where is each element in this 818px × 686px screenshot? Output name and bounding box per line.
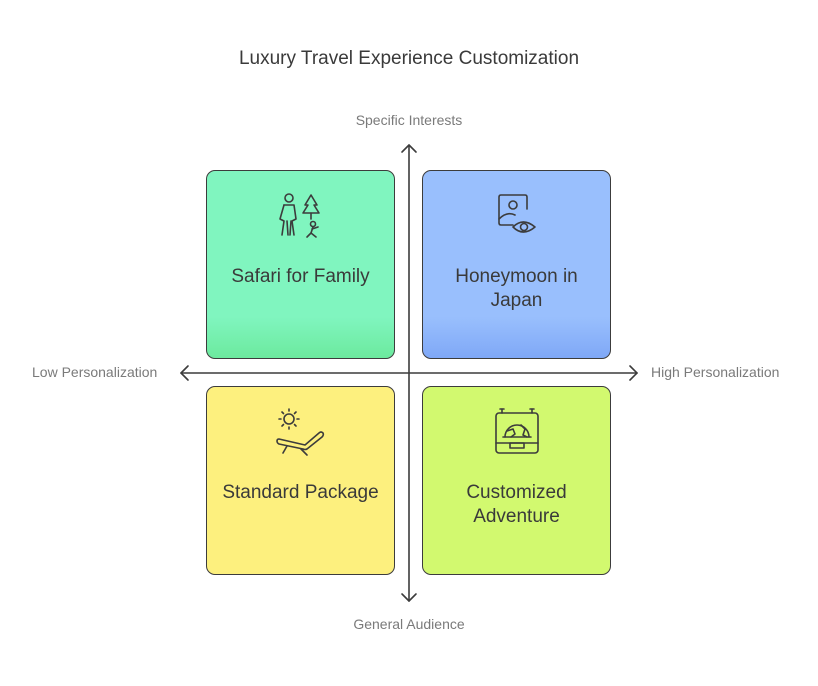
axis-label-right: High Personalization [651, 364, 780, 380]
arrow-left-icon [180, 365, 189, 381]
sun-lounger-icon [207, 407, 394, 459]
quadrant-label: Standard Package [222, 482, 379, 503]
diagram-title: Luxury Travel Experience Customization [238, 48, 580, 69]
quadrant-label: Honeymoon in Japan [455, 266, 578, 311]
quadrant-safari-for-family: Safari for Family [206, 170, 395, 359]
arrow-down-icon [401, 593, 417, 602]
quadrant-label: Customized Adventure [466, 482, 567, 527]
axis-label-top: Specific Interests [355, 112, 463, 128]
photo-view-icon [423, 191, 610, 243]
quadrant-standard-package: Standard Package [206, 386, 395, 575]
arrow-up-icon [401, 144, 417, 153]
arrow-right-icon [629, 365, 638, 381]
quadrant-customized-adventure: Customized Adventure [422, 386, 611, 575]
family-hiking-icon [207, 191, 394, 243]
axis-label-left: Low Personalization [32, 364, 158, 380]
quadrant-label: Safari for Family [231, 266, 370, 287]
axis-label-bottom: General Audience [353, 616, 465, 632]
quadrant-honeymoon-in-japan: Honeymoon in Japan [422, 170, 611, 359]
globe-suitcase-icon [423, 407, 610, 459]
